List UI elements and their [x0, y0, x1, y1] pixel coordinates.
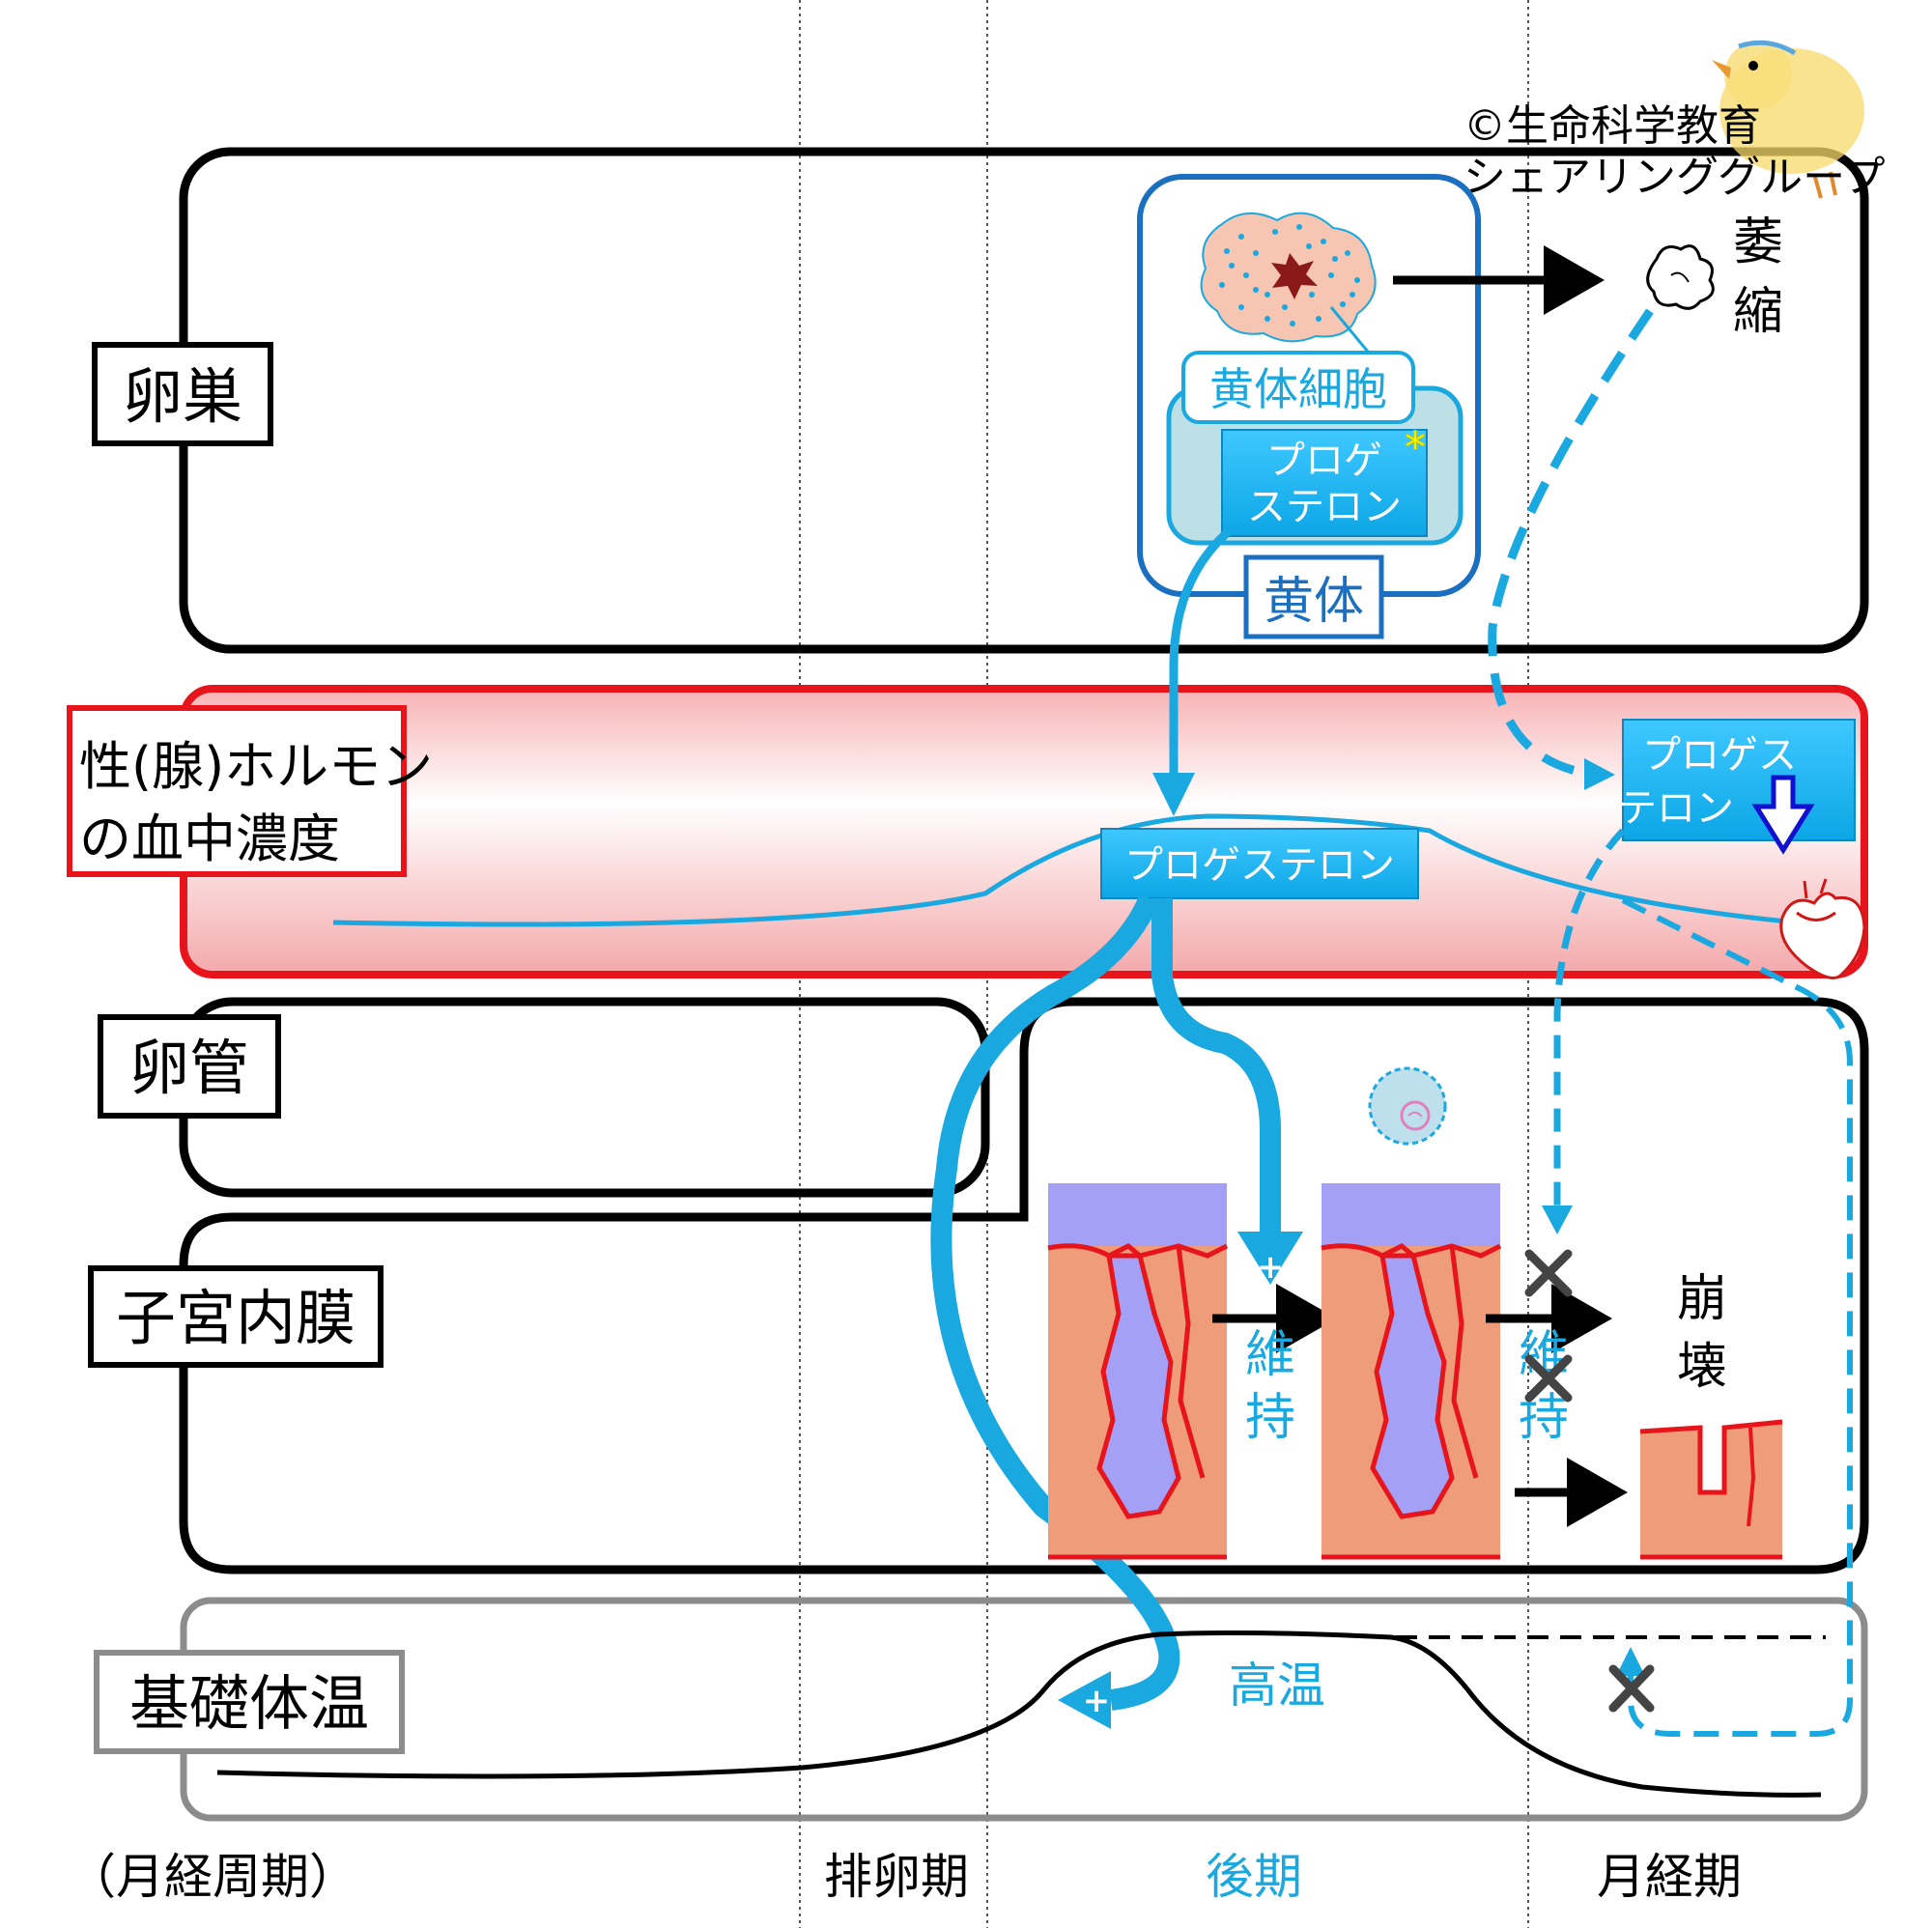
- progesterone-blood-label: プロゲステロン: [1124, 843, 1395, 888]
- row-label-endometrium-text: 子宮内膜: [116, 1283, 355, 1353]
- progesterone-box-blood: [1100, 828, 1419, 899]
- plus-icon-bbt: +: [1083, 1682, 1111, 1720]
- high-temp-label: 高温: [1229, 1658, 1325, 1714]
- phase-label-cycle: （月経周期）: [68, 1849, 357, 1905]
- row-label-ovary: 卵巣: [92, 342, 273, 446]
- row-label-bbt: 基礎体温: [94, 1650, 405, 1754]
- progesterone-ovary-line2: ステロン: [1247, 485, 1402, 529]
- collapse-label-line1: 崩: [1677, 1270, 1727, 1328]
- mascot-duck-icon: [1712, 40, 1864, 199]
- cross-icon-bbt: [1608, 1664, 1655, 1713]
- row-label-hormone-line2: の血中濃度: [79, 808, 340, 869]
- corpus-luteum-cell-label-box: [1181, 351, 1415, 424]
- progesterone-ovary-line1: プロゲ: [1266, 439, 1382, 483]
- row-label-bbt-text: 基礎体温: [129, 1668, 369, 1739]
- bbt-dashed-arrow-head: [1616, 1647, 1645, 1676]
- phase-label-menstrual: 月経期: [1597, 1849, 1742, 1905]
- oviduct-panel-left: [179, 997, 990, 1198]
- atrophy-label-line1: 萎: [1733, 213, 1783, 271]
- progesterone-box-late: [1622, 719, 1856, 841]
- decrease-arrow-icon: [1751, 775, 1815, 855]
- endometrium-tissue-1: [1047, 1183, 1229, 1560]
- bbt-curve: [216, 1630, 1822, 1798]
- shrunken-body-icon: [1646, 244, 1715, 310]
- ovary-panel: [179, 147, 1869, 654]
- copyright-line2: シェアリンググループ: [1463, 153, 1885, 202]
- endometrium-stimulation-arrow-head: [1237, 1232, 1303, 1285]
- row-label-oviduct: 卵管: [98, 1014, 281, 1119]
- collapse-label-line2: 壊: [1677, 1338, 1727, 1396]
- row-label-hormone-line1: 性(腺)ホルモン: [79, 736, 433, 797]
- asterisk-icon: *: [1405, 423, 1426, 472]
- cross-icon-maintain: [1524, 1249, 1573, 1403]
- row-label-ovary-text: 卵巣: [123, 361, 242, 432]
- hormone-panel: [180, 685, 1868, 978]
- maintain-label-1-line2: 持: [1245, 1389, 1295, 1447]
- bbt-dashed-arrow: [1621, 897, 1853, 1737]
- copyright-line1: ©生命科学教育: [1463, 101, 1761, 151]
- bbt-stimulation-arrow-head: [1058, 1671, 1111, 1729]
- progesterone-box-ovary: [1221, 429, 1428, 537]
- heart-icon: [1779, 878, 1866, 979]
- secretion-arrow: [1169, 527, 1232, 773]
- maintain-label-1-line1: 維: [1245, 1326, 1295, 1384]
- row-label-oviduct-text: 卵管: [129, 1033, 249, 1103]
- late-progesterone-dashed-arrow: [1553, 828, 1626, 1207]
- progesterone-late-line1: プロゲス: [1642, 733, 1797, 778]
- corpus-luteum-label-box: [1243, 554, 1384, 639]
- atrophy-dashed-arrow-head: [1584, 758, 1615, 790]
- phase-label-ovulation: 排卵期: [824, 1849, 969, 1905]
- corpus-luteum-cell-icon: [1200, 212, 1377, 343]
- bbt-stimulation-arrow: [930, 893, 1180, 1711]
- egg-icon: [1368, 1066, 1447, 1146]
- corpus-luteum-label: 黄体: [1264, 573, 1364, 631]
- row-label-endometrium: 子宮内膜: [88, 1265, 384, 1368]
- corpus-luteum-cell-label: 黄体細胞: [1209, 363, 1387, 415]
- progesterone-level-curve: [332, 813, 1798, 927]
- late-progesterone-dashed-arrow-head: [1542, 1205, 1573, 1234]
- secretion-arrow-head: [1152, 773, 1195, 816]
- progesterone-late-line2: テロン: [1618, 786, 1734, 831]
- endometrium-stimulation-arrow: [1151, 898, 1281, 1232]
- phase-label-luteal: 後期: [1206, 1849, 1302, 1905]
- endometrium-tissue-2: [1321, 1183, 1502, 1560]
- atrophy-dashed-arrow: [1488, 308, 1654, 778]
- atrophy-label-line2: 縮: [1733, 283, 1783, 341]
- endometrium-tissue-collapsed: [1639, 1419, 1783, 1560]
- row-label-hormone: 性(腺)ホルモン の血中濃度: [67, 705, 433, 877]
- plus-icon-endometrium: +: [1257, 1248, 1285, 1287]
